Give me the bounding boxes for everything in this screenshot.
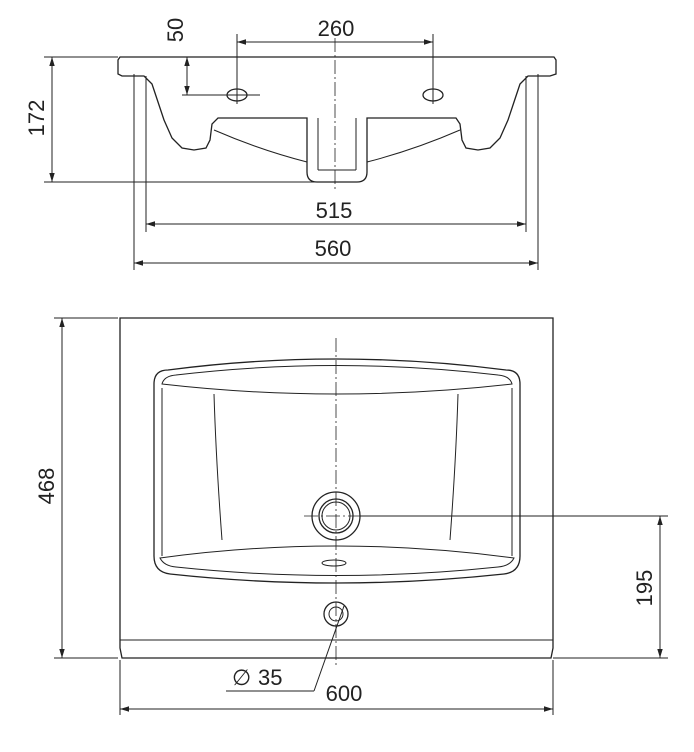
top-view: 468 195 ∅ 35 600 bbox=[34, 317, 668, 715]
dim-label-hole-spacing: 260 bbox=[318, 16, 355, 41]
dim-label-basin-width: 515 bbox=[316, 198, 353, 223]
dim-label-overall-width: 600 bbox=[326, 681, 363, 706]
dim-label-hole-offset: 50 bbox=[163, 18, 188, 42]
bowl-inner-walls bbox=[161, 388, 513, 556]
slab-outline bbox=[119, 317, 554, 659]
dim-label-height: 172 bbox=[24, 100, 49, 137]
overflow-slot bbox=[321, 559, 347, 567]
bowl-inner-contour bbox=[213, 129, 461, 163]
diameter-symbol: ∅ bbox=[232, 665, 251, 690]
diameter-leader bbox=[313, 605, 345, 692]
dim-label-hole-diameter: 35 bbox=[258, 665, 282, 690]
front-view: 260 50 172 515 560 bbox=[24, 16, 557, 270]
dim-label-depth: 468 bbox=[34, 468, 59, 505]
bowl-outline bbox=[153, 358, 521, 584]
bowl-rim-top bbox=[161, 365, 513, 395]
bowl-rim-bottom bbox=[159, 545, 515, 576]
basin-section-outline bbox=[117, 56, 557, 183]
dim-label-drain-offset: 195 bbox=[632, 570, 657, 607]
dim-label-top-width: 560 bbox=[315, 236, 352, 261]
